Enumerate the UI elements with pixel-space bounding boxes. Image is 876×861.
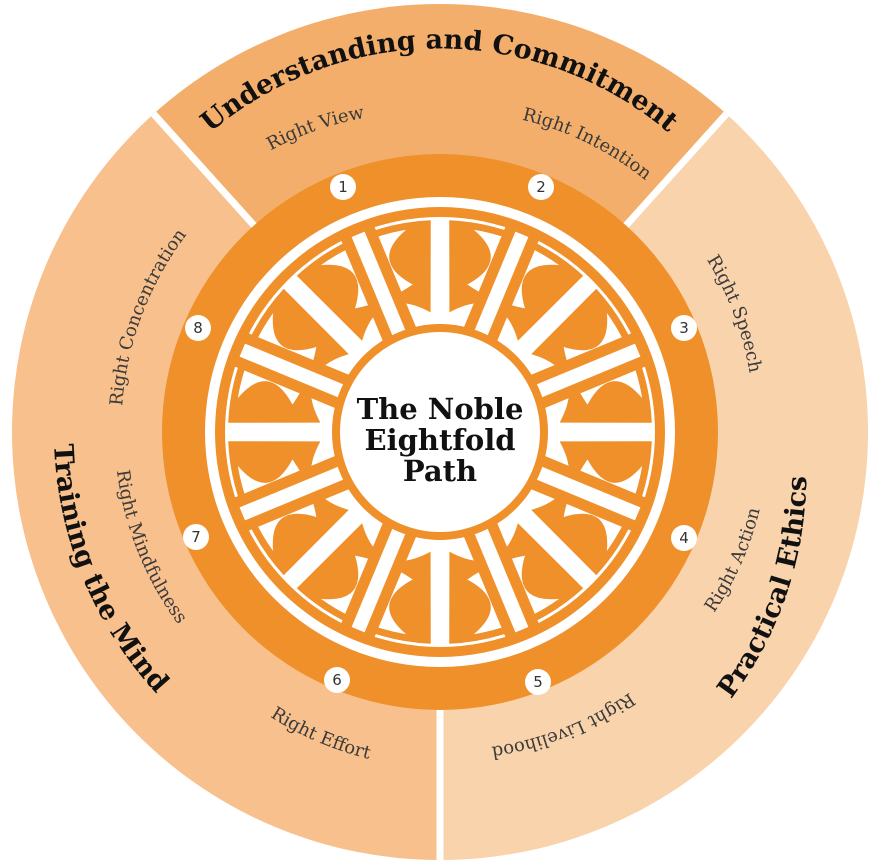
step-number: 6 — [332, 671, 342, 689]
step-number: 1 — [338, 178, 348, 196]
wheel-spoke-inlay — [239, 465, 347, 521]
step-marker-4: 4 — [671, 525, 697, 551]
center-title-line-3: Path — [403, 454, 477, 488]
step-marker-3: 3 — [671, 315, 697, 341]
step-number: 4 — [679, 529, 689, 547]
step-marker-2: 2 — [528, 174, 554, 200]
step-number: 2 — [536, 178, 546, 196]
step-number: 8 — [193, 319, 203, 337]
step-marker-6: 6 — [324, 667, 350, 693]
wheel-spoke-inlay — [351, 525, 407, 633]
step-number: 7 — [191, 528, 201, 546]
wheel-spoke-inlay — [533, 343, 641, 399]
wheel-spoke-inlay — [239, 343, 347, 399]
wheel-hub — [340, 332, 540, 532]
wheel-spoke-inlay — [533, 465, 641, 521]
step-number: 5 — [533, 673, 543, 691]
step-marker-7: 7 — [183, 524, 209, 550]
wheel-spoke-inlay — [351, 231, 407, 339]
wheel-spoke-inlay — [473, 231, 529, 339]
step-marker-8: 8 — [185, 315, 211, 341]
center-title-line-2: Eightfold — [365, 423, 516, 457]
wheel-spoke-inlay — [473, 525, 529, 633]
center-title: The Noble Eightfold Path — [357, 392, 524, 488]
step-marker-5: 5 — [525, 669, 551, 695]
center-title-line-1: The Noble — [357, 392, 524, 426]
step-number: 3 — [679, 319, 689, 337]
step-marker-1: 1 — [330, 174, 356, 200]
